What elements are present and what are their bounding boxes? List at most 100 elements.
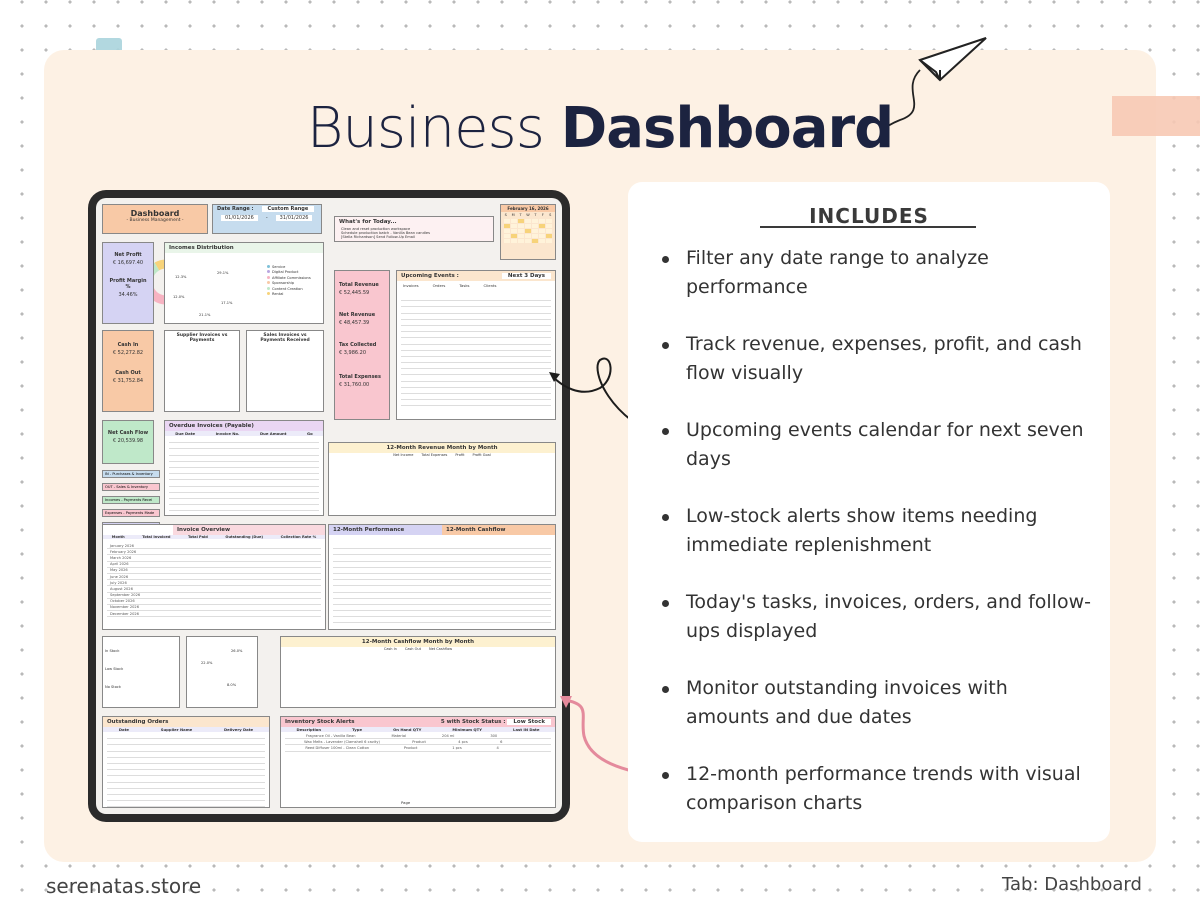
table-row [107,745,265,752]
calendar-cell[interactable] [539,229,545,233]
event-tab[interactable]: Orders [432,283,446,288]
calendar-cell[interactable] [518,234,524,238]
nav-link[interactable]: Expenses - Payments Made [102,509,160,517]
calendar-cell[interactable] [546,219,552,223]
calendar-cell[interactable] [504,234,510,238]
alert-cell: Product [403,745,418,750]
nav-link[interactable]: OUT - Sales & Inventory [102,483,160,491]
calendar-cell[interactable] [532,224,538,228]
calendar-day-label: T [519,213,522,217]
alert-cell: Reed Diffuser 100ml - Clean Cotton [305,745,370,750]
calendar-cell[interactable] [532,229,538,233]
alert-cell: 4 pcs [458,739,468,744]
calendar-cell[interactable] [539,224,545,228]
calendar-cell[interactable] [525,224,531,228]
calendar-cell[interactable] [546,239,552,243]
calendar-cell[interactable] [539,239,545,243]
nav-link[interactable]: Incomes - Payments Recei [102,496,160,504]
month-cell: April 2026 [110,562,129,567]
event-row [401,375,551,382]
table-row: December 2026 [107,611,321,618]
calendar-cell[interactable] [511,219,517,223]
legend-swatch [267,265,270,268]
event-row [401,369,551,376]
legend-label: Sponsorship [272,281,295,286]
calendar-cell[interactable] [511,229,517,233]
alert-cell: 4 [496,745,499,750]
feature-item: Low-stock alerts show items needing imme… [662,502,1094,560]
table-row [333,543,551,550]
stock-status-select[interactable]: Low Stock [507,719,551,725]
event-row [401,307,551,314]
table-row [169,443,319,450]
table-row: April 2026 [107,562,321,568]
event-tab[interactable]: Invoices [403,283,419,288]
table-row [107,776,265,783]
date-range-filter[interactable]: Date Range :Custom Range 01/01/2026-31/0… [212,204,322,234]
table-row: September 2026 [107,593,321,599]
calendar-cell[interactable] [546,234,552,238]
calendar-cell[interactable] [532,219,538,223]
table-row [169,474,319,481]
calendar-cell[interactable] [511,234,517,238]
calendar-cell[interactable] [539,234,545,238]
event-row [401,363,551,370]
events-range-select[interactable]: Next 3 Days [501,273,551,279]
column-header: Type [352,727,363,732]
event-row [401,314,551,320]
calendar-cell[interactable] [504,229,510,233]
calendar-cell[interactable] [525,229,531,233]
legend-label: Total Expenses [421,453,448,457]
month-cell: August 2026 [110,586,133,591]
calendar-cell[interactable] [539,219,545,223]
calendar-cell[interactable] [532,234,538,238]
table-row [333,580,551,587]
column-header: On Hand QTY [393,727,422,732]
calendar-cell[interactable] [518,219,524,223]
calendar-day-label: S [504,213,507,217]
alert-cell: Material [391,733,407,738]
event-tab[interactable]: Clients [483,283,497,288]
legend-swatch [267,275,270,279]
calendar-cell[interactable] [546,229,552,233]
table-row [333,617,551,624]
calendar-cell[interactable] [518,224,524,228]
table-row [169,462,319,468]
feature-list: Filter any date range to analyze perform… [662,244,1094,846]
table-row: July 2026 [107,580,321,587]
calendar-day-label: M [511,213,515,217]
event-row [401,320,551,326]
net-cash-flow-card: Net Cash Flow € 20,539.98 [102,420,154,464]
calendar-cell[interactable] [546,224,552,228]
calendar-cell[interactable] [518,239,524,243]
calendar-cell[interactable] [504,239,510,243]
column-header: Description [296,727,322,732]
event-row [401,301,551,308]
calendar-cell[interactable] [518,229,524,233]
calendar-cell[interactable] [504,224,510,228]
legend-swatch [267,292,270,296]
nav-link[interactable]: IN - Purchases & Inventory [102,470,160,478]
calendar-cell[interactable] [511,224,517,228]
calendar-cell[interactable] [511,239,517,243]
column-header: Go [306,431,313,436]
calendar-cell[interactable] [525,219,531,223]
event-tab[interactable]: Tasks [459,283,470,288]
calendar-cell[interactable] [532,239,538,243]
event-row [401,295,551,302]
calendar-cell[interactable] [525,239,531,243]
legend-swatch [267,286,270,290]
calendar-cell[interactable] [525,234,531,238]
calendar-cell[interactable] [504,219,510,223]
table-row [333,586,551,593]
legend-label: Digital Product [272,270,299,275]
alert-cell: 1 pcs [452,745,462,750]
column-header: Month [111,535,125,539]
legend-label: Profit Goal [472,453,491,457]
